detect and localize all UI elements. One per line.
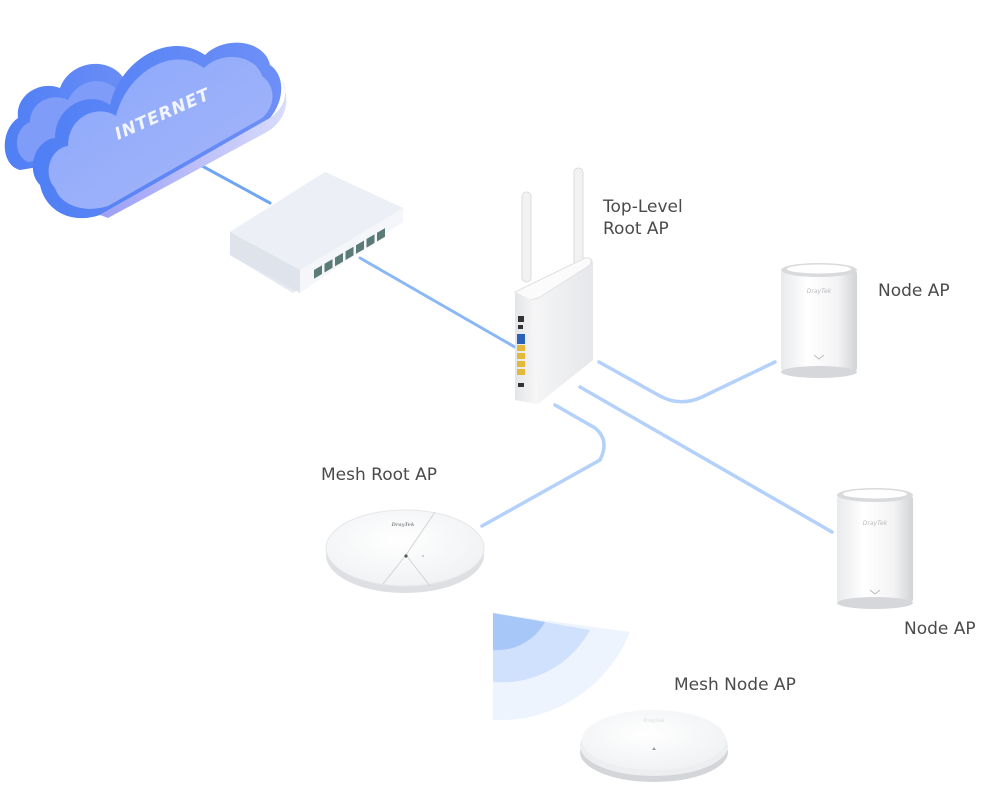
mesh-node-ap-label: Mesh Node AP [674,675,796,695]
node-ap-1-brand: DrayTek [807,288,832,295]
network-switch-icon [230,172,403,293]
link-top-root-node-ap-2 [578,385,834,534]
mesh-node-ap-brand: DrayTek [642,718,664,724]
top-level-root-ap-label-line2: Root AP [603,219,669,239]
link-top-root-mesh-root [480,403,606,528]
mesh-node-ap-device: DrayTek [580,710,728,782]
node-ap-1-device: DrayTek [781,263,857,378]
mesh-root-ap-label: Mesh Root AP [321,465,437,485]
link-switch-top-root [358,256,522,352]
switch-port [345,246,354,261]
switch-port [324,259,333,273]
node-ap-2-device: DrayTek [837,488,913,609]
switch-port [335,252,343,267]
top-level-root-ap-label: Top-Level Root AP [603,196,683,240]
switch-port [356,240,364,254]
wireless-signal-icon [493,613,630,721]
mesh-root-ap-brand: DrayTek [391,522,415,528]
link-top-root-node-ap-1 [597,360,777,404]
switch-port [377,228,385,242]
top-level-root-ap-device [514,167,593,404]
node-ap-1-label: Node AP [878,281,950,301]
mesh-root-ap-device: DrayTek [325,509,485,593]
switch-port [366,234,375,248]
top-level-root-ap-label-line1: Top-Level [603,197,683,217]
switch-port-row [314,228,385,279]
node-ap-2-brand: DrayTek [863,520,888,527]
node-ap-2-label: Node AP [904,619,976,639]
links [180,153,834,534]
internet-cloud-icon: INTERNET [4,42,287,219]
switch-port [314,265,322,279]
